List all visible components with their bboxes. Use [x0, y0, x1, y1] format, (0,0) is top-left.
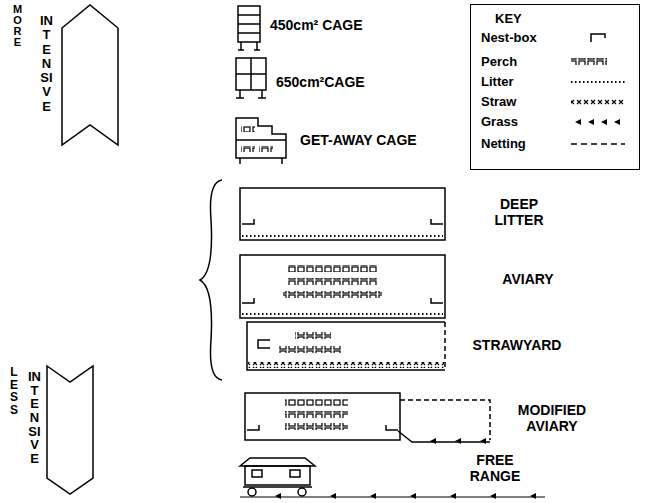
- getaway-cage-icon: [236, 118, 286, 164]
- legend-entry: Straw: [471, 93, 639, 111]
- system-label: 450cm² CAGE: [270, 17, 363, 33]
- legend-text: Nest-box: [481, 29, 537, 47]
- legend-text: Netting: [481, 135, 526, 153]
- intensity-label: MORE: [12, 4, 23, 48]
- legend-entry: Nest-box: [471, 29, 639, 47]
- intensity-label: INTENSIVE: [40, 14, 53, 114]
- modified-aviary-house: [245, 393, 490, 444]
- legend-text: Grass: [481, 113, 518, 131]
- intensity-label: LESS: [8, 366, 20, 416]
- system-label: 650cm²CAGE: [276, 74, 365, 90]
- up-arrow: [62, 5, 118, 145]
- cage-650-icon: [236, 58, 266, 98]
- straw-sample: [569, 93, 629, 111]
- legend-entry: Grass: [471, 113, 639, 131]
- legend-text: Perch: [481, 53, 517, 71]
- key-heading: KEY: [495, 11, 522, 26]
- legend-entry: Netting: [471, 135, 639, 153]
- legend-entry: Litter: [471, 73, 639, 91]
- system-label: DEEP LITTER: [476, 196, 562, 228]
- perch-sample: [569, 53, 629, 71]
- system-label: GET-AWAY CAGE: [300, 132, 417, 148]
- intensity-label: INTENSIVE: [28, 370, 41, 465]
- system-label: AVIARY: [488, 271, 568, 287]
- legend-text: Litter: [481, 73, 514, 91]
- grass-sample: [569, 113, 629, 131]
- system-label: STRAWYARD: [462, 337, 572, 353]
- system-label: MODIFIED AVIARY: [500, 402, 604, 434]
- system-label: FREE RANGE: [452, 452, 538, 484]
- netting-sample: [569, 135, 629, 153]
- aviary-house: [240, 255, 445, 318]
- legend-text: Straw: [481, 93, 516, 111]
- strawyard-house: [247, 322, 445, 370]
- nest-sample: [569, 29, 629, 47]
- deep-litter-house: [240, 188, 445, 240]
- legend-entry: Perch: [471, 53, 639, 71]
- key-box: KEY Nest-boxPerchLitterStrawGrassNetting: [470, 4, 640, 170]
- cage-450-icon: [238, 6, 260, 50]
- group-brace: [200, 180, 222, 380]
- litter-sample: [569, 73, 629, 91]
- down-arrow: [47, 366, 93, 494]
